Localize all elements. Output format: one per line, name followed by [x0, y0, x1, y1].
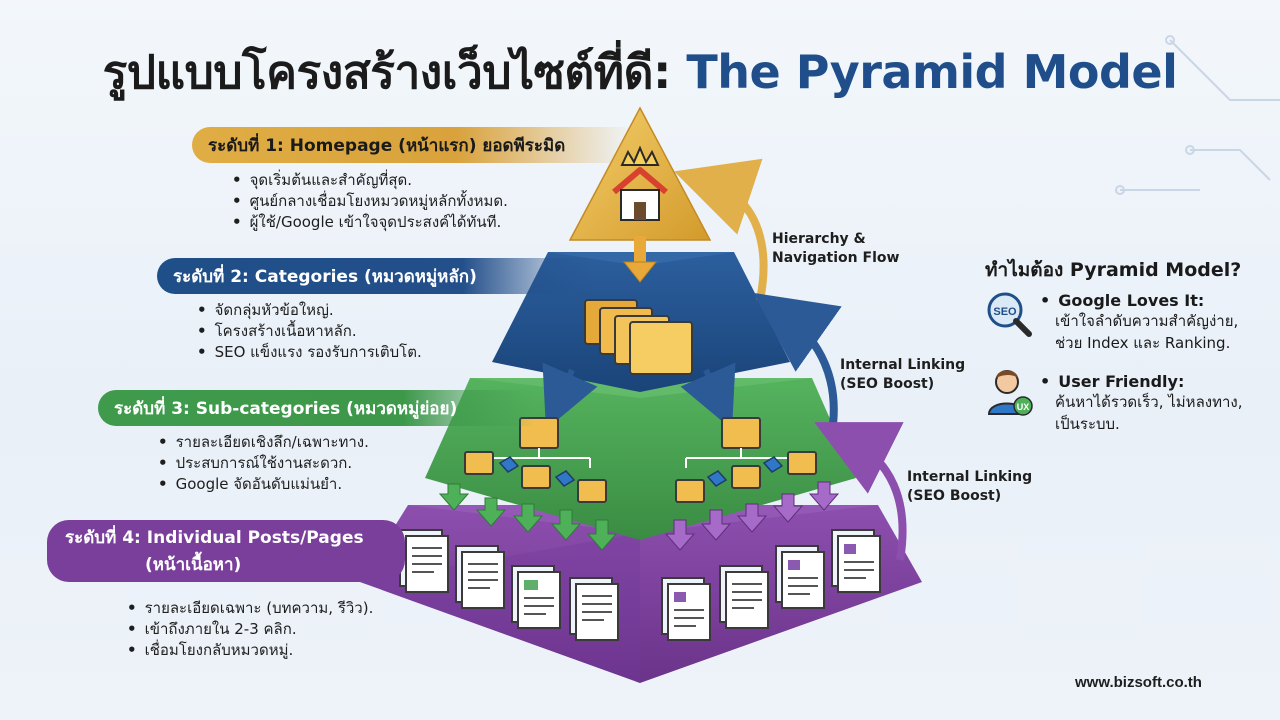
list-item: Google จัดอันดับแม่นยำ.: [158, 474, 369, 495]
list-item: เข้าถึงภายใน 2-3 คลิก.: [127, 619, 373, 640]
down-arrow-icon: [622, 236, 658, 283]
user-ux-icon: UX: [987, 370, 1033, 416]
svg-text:SEO: SEO: [993, 306, 1017, 318]
why-pyramid-title: ทำไมต้อง Pyramid Model?: [985, 259, 1242, 281]
why-item-google: Google Loves It: เข้าใจลำดับความสำคัญง่า…: [1040, 291, 1238, 354]
hierarchy-flow-arrow: [674, 158, 768, 301]
level-4-label: ระดับที่ 4: Individual Posts/Pages (หน้า…: [47, 520, 405, 582]
level-3-bullets: รายละเอียดเชิงลึก/เฉพาะทาง. ประสบการณ์ใช…: [158, 432, 369, 495]
internal-linking-arrow-lower: [814, 422, 907, 561]
list-item: จัดกลุ่มหัวข้อใหญ่.: [197, 300, 422, 321]
internal-linking-label-lower: Internal Linking(SEO Boost): [907, 469, 1033, 504]
title-english: The Pyramid Model: [686, 45, 1178, 99]
page-title: รูปแบบโครงสร้างเว็บไซต์ที่ดี: The Pyrami…: [0, 36, 1280, 109]
list-item: SEO แข็งแรง รองรับการเติบโต.: [197, 342, 422, 363]
content-pages-icon: [399, 529, 881, 641]
list-item: เชื่อมโยงกลับหมวดหมู่.: [127, 640, 373, 661]
list-item: ประสบการณ์ใช้งานสะดวก.: [158, 453, 369, 474]
list-item: โครงสร้างเนื้อหาหลัก.: [197, 321, 422, 342]
title-thai: รูปแบบโครงสร้างเว็บไซต์ที่ดี:: [102, 45, 672, 99]
hierarchy-flow-label: Hierarchy &Navigation Flow: [772, 231, 900, 266]
level-1-bullets: จุดเริ่มต้นและสำคัญที่สุด. ศูนย์กลางเชื่…: [232, 170, 508, 233]
category-folders-icon: [584, 299, 693, 375]
seo-magnifier-icon: SEO: [987, 292, 1032, 337]
circuit-decoration: [1115, 35, 1280, 195]
footer-url[interactable]: www.bizsoft.co.th: [1075, 674, 1202, 691]
purple-down-arrows: [664, 481, 840, 551]
blue-down-arrows: [542, 362, 736, 430]
list-item: จุดเริ่มต้นและสำคัญที่สุด.: [232, 170, 508, 191]
svg-text:UX: UX: [1017, 402, 1030, 412]
list-item: ศูนย์กลางเชื่อมโยงหมวดหมู่หลักทั้งหมด.: [232, 191, 508, 212]
level-1-label: ระดับที่ 1: Homepage (หน้าแรก) ยอดพีระมิ…: [192, 127, 633, 163]
level-2-label: ระดับที่ 2: Categories (หมวดหมู่หลัก): [157, 258, 593, 294]
internal-linking-label-upper: Internal Linking(SEO Boost): [840, 357, 966, 392]
subcategory-cluster-right: [675, 417, 817, 503]
level-2-bullets: จัดกลุ่มหัวข้อใหญ่. โครงสร้างเนื้อหาหลัก…: [197, 300, 422, 363]
green-down-arrows: [438, 483, 618, 551]
internal-linking-arrow-upper: [753, 292, 842, 433]
list-item: ผู้ใช้/Google เข้าใจจุดประสงค์ได้ทันที.: [232, 212, 508, 233]
level-3-label: ระดับที่ 3: Sub-categories (หมวดหมู่ย่อย…: [98, 390, 534, 426]
list-item: รายละเอียดเฉพาะ (บทความ, รีวิว).: [127, 598, 374, 619]
list-item: รายละเอียดเชิงลึก/เฉพาะทาง.: [158, 432, 369, 453]
level-4-bullets: รายละเอียดเฉพาะ (บทความ, รีวิว). เข้าถึง…: [127, 598, 374, 661]
why-item-user: User Friendly: ค้นหาได้รวดเร็ว, ไม่หลงทา…: [1040, 372, 1243, 435]
